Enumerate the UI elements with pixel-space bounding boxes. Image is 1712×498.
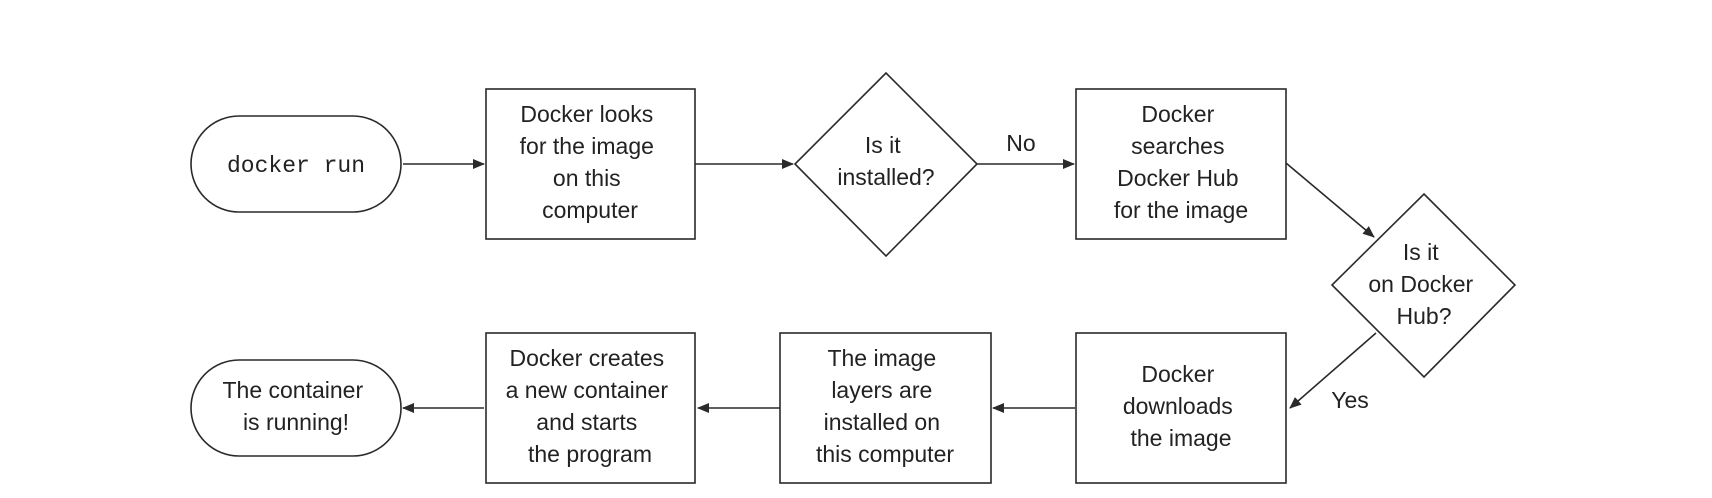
search-hub-label: Docker searches Docker Hub for the image [1114, 101, 1248, 223]
creates-box [485, 332, 696, 484]
layers-box [779, 332, 992, 484]
node-layers: The image layers are installed on this c… [779, 332, 992, 484]
creates-label: Docker creates a new container and start… [506, 345, 675, 467]
node-on-hub-question: Is it on Docker Hub? [1330, 192, 1517, 379]
node-running: The container is running! [190, 359, 402, 457]
node-creates: Docker creates a new container and start… [485, 332, 696, 484]
layers-label: The image layers are installed on this c… [816, 345, 954, 467]
downloads-box [1075, 332, 1287, 484]
start-terminal-shape [190, 115, 402, 213]
looks-local-label: Docker looks for the image on this compu… [520, 101, 661, 223]
node-installed-question: Is it installed? [793, 71, 979, 258]
edge-onhub-to-downloads [1289, 332, 1377, 409]
installed-decision-diamond [793, 71, 979, 258]
node-looks-local: Docker looks for the image on this compu… [485, 88, 696, 240]
search-hub-box [1075, 88, 1287, 240]
edge-label-yes: Yes [1331, 387, 1369, 413]
on-hub-question-label: Is it on Docker Hub? [1368, 239, 1479, 329]
node-downloads: Docker downloads the image [1075, 332, 1287, 484]
running-terminal-shape [190, 359, 402, 457]
on-hub-decision-diamond [1330, 192, 1517, 379]
node-search-hub: Docker searches Docker Hub for the image [1075, 88, 1287, 240]
edge-label-no: No [1006, 130, 1035, 156]
looks-local-box [485, 88, 696, 240]
start-label: docker run [227, 153, 365, 179]
downloads-label: Docker downloads the image [1123, 361, 1239, 451]
edge-search-to-onhub [1285, 162, 1375, 238]
node-start: docker run [190, 115, 402, 213]
installed-question-label: Is it installed? [837, 132, 934, 190]
running-label: The container is running! [222, 377, 369, 435]
edges [402, 159, 1377, 413]
